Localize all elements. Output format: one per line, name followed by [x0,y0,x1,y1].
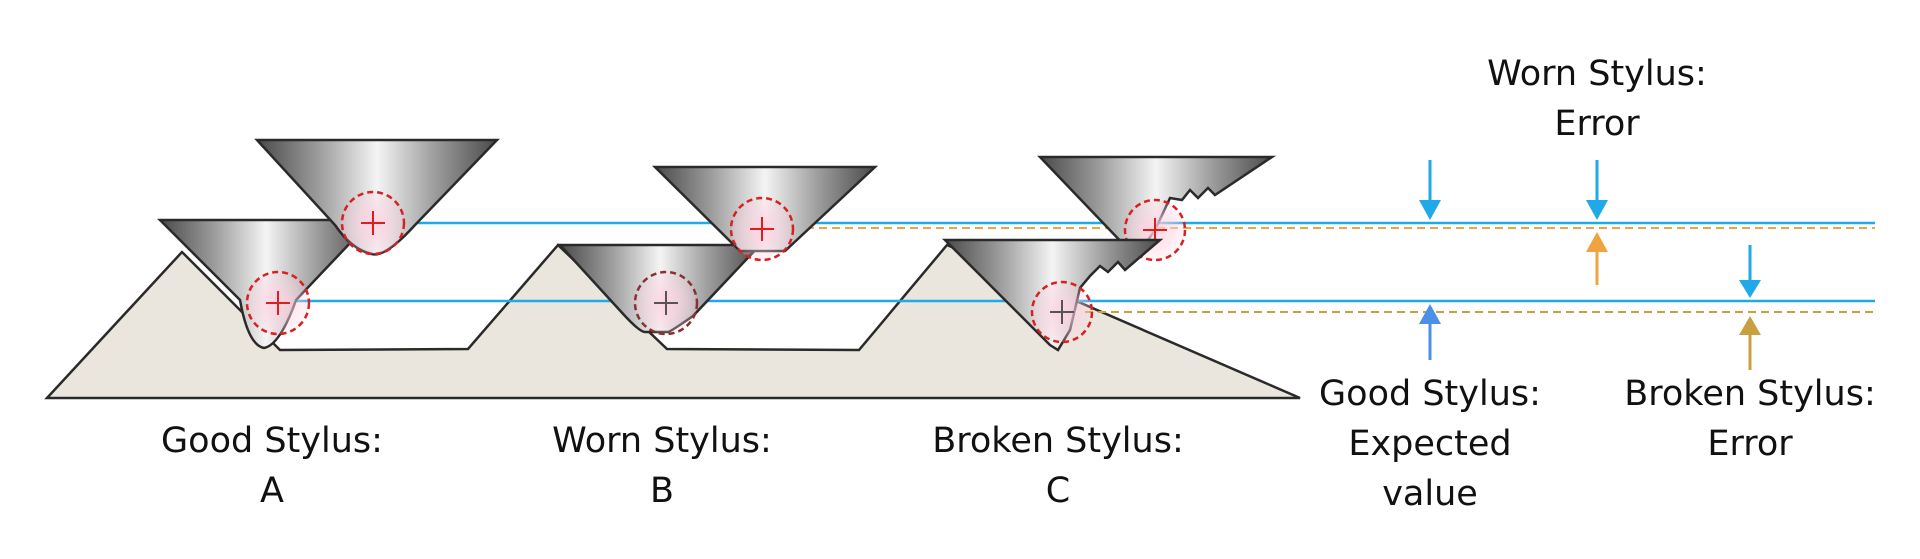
expected-bottom-up-arrow [1419,304,1441,360]
expected-label-line1: Good Stylus: [1319,374,1541,414]
broken-error-up-arrow [1739,316,1761,370]
expected-label-line2: Expected [1348,424,1511,464]
stylus-b-lower [557,243,763,336]
worn-error-label-line1: Worn Stylus: [1487,54,1707,94]
broken-error-down-arrow [1739,245,1761,298]
stylus-c-label-line1: Broken Stylus: [932,421,1184,461]
expected-top-down-arrow [1419,160,1441,220]
stylus-a-label-line2: A [260,471,284,511]
worn-error-up-arrow [1586,232,1608,285]
stylus-c-lower [941,238,1164,352]
stylus-c-label-line2: C [1046,471,1070,511]
stylus-a-upper [254,138,500,256]
stylus-a-label-line1: Good Stylus: [161,421,383,461]
worn-error-down-arrow [1586,160,1608,220]
worn-error-label-line2: Error [1554,104,1640,144]
stylus-a-lower [156,218,375,350]
expected-label-line3: value [1382,474,1478,514]
broken-error-label-line1: Broken Stylus: [1624,374,1876,414]
broken-error-label-line2: Error [1707,424,1793,464]
stylus-b-upper [651,165,879,262]
stylus-b-label-line2: B [650,471,674,511]
stylus-b-label-line1: Worn Stylus: [552,421,772,461]
